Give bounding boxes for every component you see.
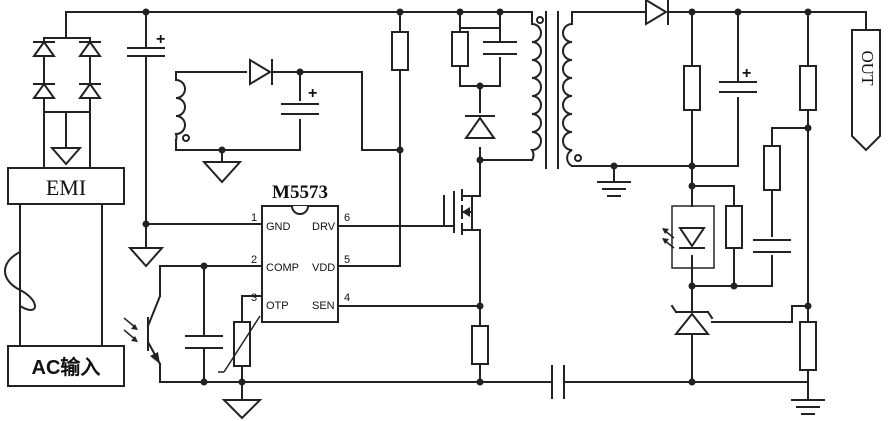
secondary-ground-icon [597, 181, 631, 197]
snubber-capacitor [483, 41, 517, 55]
bridge-rectifier [32, 40, 102, 113]
ic-pin-label: VDD [312, 262, 335, 274]
ic-pin-number: 5 [344, 254, 350, 266]
aux-winding-dot [182, 134, 190, 142]
ntc-thermistor [218, 315, 261, 373]
lower-divider-resistor [799, 321, 817, 371]
output-cap-plus-sign: + [742, 65, 751, 82]
transformer [530, 11, 582, 169]
aux-winding-icon [174, 78, 186, 142]
vdd-capacitor: + [281, 85, 319, 115]
ic-pin-label: OTP [266, 300, 289, 312]
output-connector [851, 29, 881, 152]
y-capacitor [547, 365, 569, 399]
mosfet [443, 189, 473, 235]
ic-pin-label: GND [266, 221, 291, 233]
output-ground-icon [791, 399, 825, 415]
emi-block [7, 167, 125, 205]
bulk-cap-ground-icon [127, 247, 165, 268]
output-label: OUT [858, 51, 877, 87]
bulk-capacitor: + [127, 31, 165, 67]
ic-pin-label: DRV [312, 221, 336, 233]
output-rectifier-diode [645, 0, 669, 26]
sense-resistor [471, 325, 489, 365]
ic-pin-label: SEN [312, 300, 335, 312]
snubber-diode [464, 115, 496, 139]
startup-resistor [391, 31, 409, 71]
snubber-resistor [451, 31, 469, 67]
ic-pin-label: COMP [266, 262, 299, 274]
ac-input-label: AC输入 [32, 355, 101, 379]
ic-pin-number: 2 [251, 254, 257, 266]
emi-label: EMI [46, 175, 86, 200]
opto-phototransistor [123, 294, 162, 366]
bulk-cap-plus-sign: + [156, 31, 165, 48]
junction-dots [142, 8, 812, 386]
fuse-icon [4, 250, 36, 311]
ic-pin-number: 1 [251, 212, 257, 224]
ic-pin-number: 4 [344, 292, 350, 304]
controller-ic [261, 205, 339, 323]
bridge-ground-icon [49, 147, 83, 166]
compensation-resistor [763, 145, 781, 191]
primary-ground-icon [221, 399, 263, 420]
upper-divider-resistor [799, 65, 817, 111]
compensation-capacitor [753, 239, 791, 253]
vdd-cap-plus-sign: + [308, 85, 317, 102]
aux-diode [249, 58, 273, 86]
led-bias-resistor [683, 65, 701, 111]
comp-capacitor [185, 335, 223, 349]
ac-input-block [7, 345, 125, 387]
opto-led [662, 227, 706, 249]
ic-pin-number: 6 [344, 212, 350, 224]
output-capacitor: + [719, 65, 757, 93]
ic-part-number: M5573 [272, 182, 328, 203]
aux-ground-icon [201, 161, 243, 184]
ic-pin-number: 3 [251, 292, 257, 304]
shunt-resistor [725, 205, 743, 249]
shunt-regulator [670, 304, 714, 335]
